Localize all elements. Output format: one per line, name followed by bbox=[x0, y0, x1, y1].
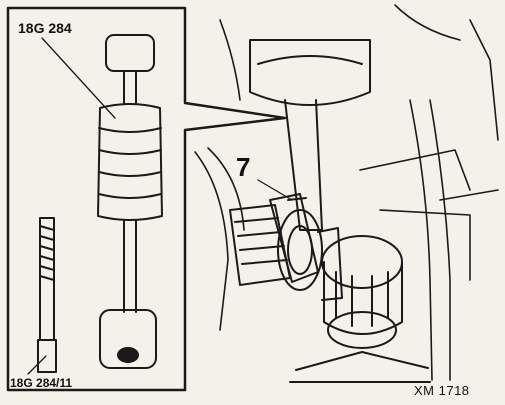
suspension-structure bbox=[194, 4, 499, 381]
slide-hammer-tool bbox=[97, 34, 163, 369]
tool-in-position bbox=[249, 39, 371, 231]
figure-reference: XM 1718 bbox=[414, 383, 470, 398]
adapter-pin-tool bbox=[37, 217, 57, 373]
label-tool-18g284: 18G 284 bbox=[18, 20, 72, 36]
label-tool-18g284-11: 18G 284/11 bbox=[10, 376, 73, 390]
callout-number: 7 bbox=[236, 152, 251, 182]
leader-tool-main bbox=[41, 37, 116, 119]
leader-tool-adapter bbox=[27, 355, 47, 375]
hub-assembly bbox=[229, 193, 431, 383]
inset-panel-border bbox=[6, 6, 287, 392]
